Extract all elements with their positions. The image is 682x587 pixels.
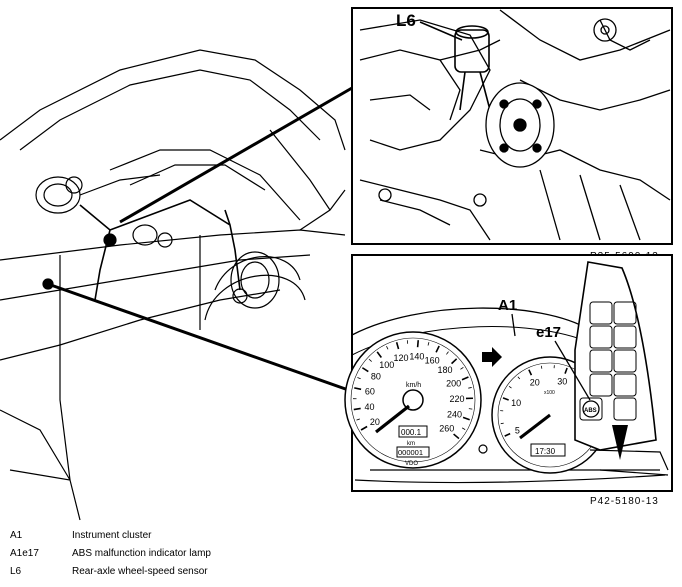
speedo-tick-label: 240: [447, 410, 462, 420]
tach-tick-tick: [508, 385, 512, 389]
mounting-nut: [593, 18, 617, 42]
legend-description: ABS malfunction indicator lamp: [72, 548, 211, 559]
tach-tick-tick: [502, 397, 509, 401]
speedo-tick-tick: [357, 377, 361, 380]
sensor-detail-panel: L6 P35-5690-13: [351, 7, 673, 262]
legend-code: L6: [10, 566, 22, 577]
tach-tick-tick: [504, 432, 511, 437]
leader-line-to-sensor-panel: [119, 86, 353, 224]
speedo-tick-label: 220: [449, 394, 464, 404]
speedo-tick-tick: [461, 376, 469, 381]
speedo-tick-label: 100: [379, 360, 394, 370]
speedo-tick-tick: [395, 342, 400, 350]
speedo-tick-label: 260: [439, 423, 454, 433]
instrument-cluster-on-car: [42, 224, 173, 290]
abs-lamp-label: ABS: [584, 408, 597, 414]
speedo-tick-tick: [354, 387, 362, 391]
tach-unit-label: x100: [544, 390, 555, 396]
speedo-tick-label: 180: [437, 365, 452, 375]
speedo-tick-tick: [356, 418, 360, 421]
trip-odometer-value: 000.1: [401, 428, 422, 437]
clock-display-box: [530, 443, 566, 457]
speedo-tick-label: 80: [371, 372, 381, 382]
speedo-tick-tick: [386, 346, 389, 350]
tach-tick-label: 10: [511, 398, 521, 408]
speedo-tick-tick: [446, 351, 449, 355]
rear-wheel-sensor-sketch: [230, 251, 280, 309]
speedo-tick-tick: [462, 416, 470, 421]
odometer-box: [396, 446, 430, 458]
abs-indicator-lamp: ABS: [582, 400, 600, 418]
speedo-tick-label: 120: [393, 353, 408, 363]
tach-tick-label: 30: [557, 376, 567, 386]
speedo-tick-label: 140: [409, 351, 424, 361]
odometer-value: 000001: [398, 448, 423, 457]
car-illustration: [0, 49, 346, 521]
speedo-tick-tick: [376, 351, 382, 358]
trip-odometer-box: [398, 425, 428, 438]
speedo-tick-tick: [435, 345, 440, 353]
cluster-panel-ref: P42-5180-13: [590, 496, 659, 507]
warning-lamp-block: ABS: [574, 261, 669, 476]
speedo-tick-tick: [461, 427, 466, 430]
speedo-tick-tick: [453, 433, 460, 440]
speedo-tick-tick: [353, 407, 361, 411]
l6-leader: [419, 21, 463, 41]
tach-tick-tick: [564, 367, 568, 374]
cable-clip: [378, 188, 487, 207]
tach-tick-label: 5: [515, 425, 520, 435]
abs-control-unit-sketch: [35, 174, 161, 214]
drive-flange: [485, 82, 555, 168]
speedo-needle: [375, 404, 410, 434]
speedo-tick-tick: [468, 387, 472, 389]
vdo-label: VDO: [405, 461, 418, 467]
tach-tick-label: 20: [530, 378, 540, 388]
speedo-tick-tick: [416, 340, 420, 348]
speedo-tick-tick: [451, 358, 458, 365]
e17-callout: e17: [536, 324, 561, 341]
speedo-tick-label: 200: [446, 378, 461, 388]
speedo-tick-tick: [360, 425, 368, 431]
odometer-unit-label: km: [407, 441, 415, 447]
tach-needle: [519, 413, 551, 440]
wiring-harness: [79, 199, 241, 301]
legend-code: A1e17: [10, 548, 39, 559]
speedo-tick-tick: [468, 408, 473, 410]
a1-leader: [511, 313, 516, 337]
tach-tick-tick: [528, 369, 533, 376]
speedo-tick-label: 60: [365, 386, 375, 396]
warning-lamp-small: [478, 444, 488, 454]
l6-callout: L6: [396, 11, 416, 30]
speedo-tick-tick: [460, 367, 464, 370]
tach-tick-tick: [500, 422, 504, 425]
speedo-tick-tick: [361, 367, 369, 373]
tach-tick-tick: [517, 376, 521, 380]
legend-description: Instrument cluster: [72, 530, 152, 541]
speedo-tick-label: 20: [370, 417, 380, 427]
speedo-tick-tick: [427, 342, 430, 346]
l6-wheel-speed-sensor: [454, 25, 491, 111]
e17-leader: [554, 340, 591, 401]
speedo-tick-label: 160: [425, 356, 440, 366]
speedo-unit-label: km/h: [406, 382, 421, 389]
turn-signal-arrow: [482, 347, 502, 367]
tach-tick-tick: [540, 365, 543, 369]
speedo-tick-tick: [368, 358, 372, 362]
a1-callout: A1: [498, 297, 517, 314]
clock-display-value: 17:30: [535, 447, 556, 456]
speedo-tick-label: 40: [365, 402, 375, 412]
legend-description: Rear-axle wheel-speed sensor: [72, 566, 208, 577]
legend-code: A1: [10, 530, 23, 541]
leader-line-to-cluster-panel: [47, 282, 355, 394]
